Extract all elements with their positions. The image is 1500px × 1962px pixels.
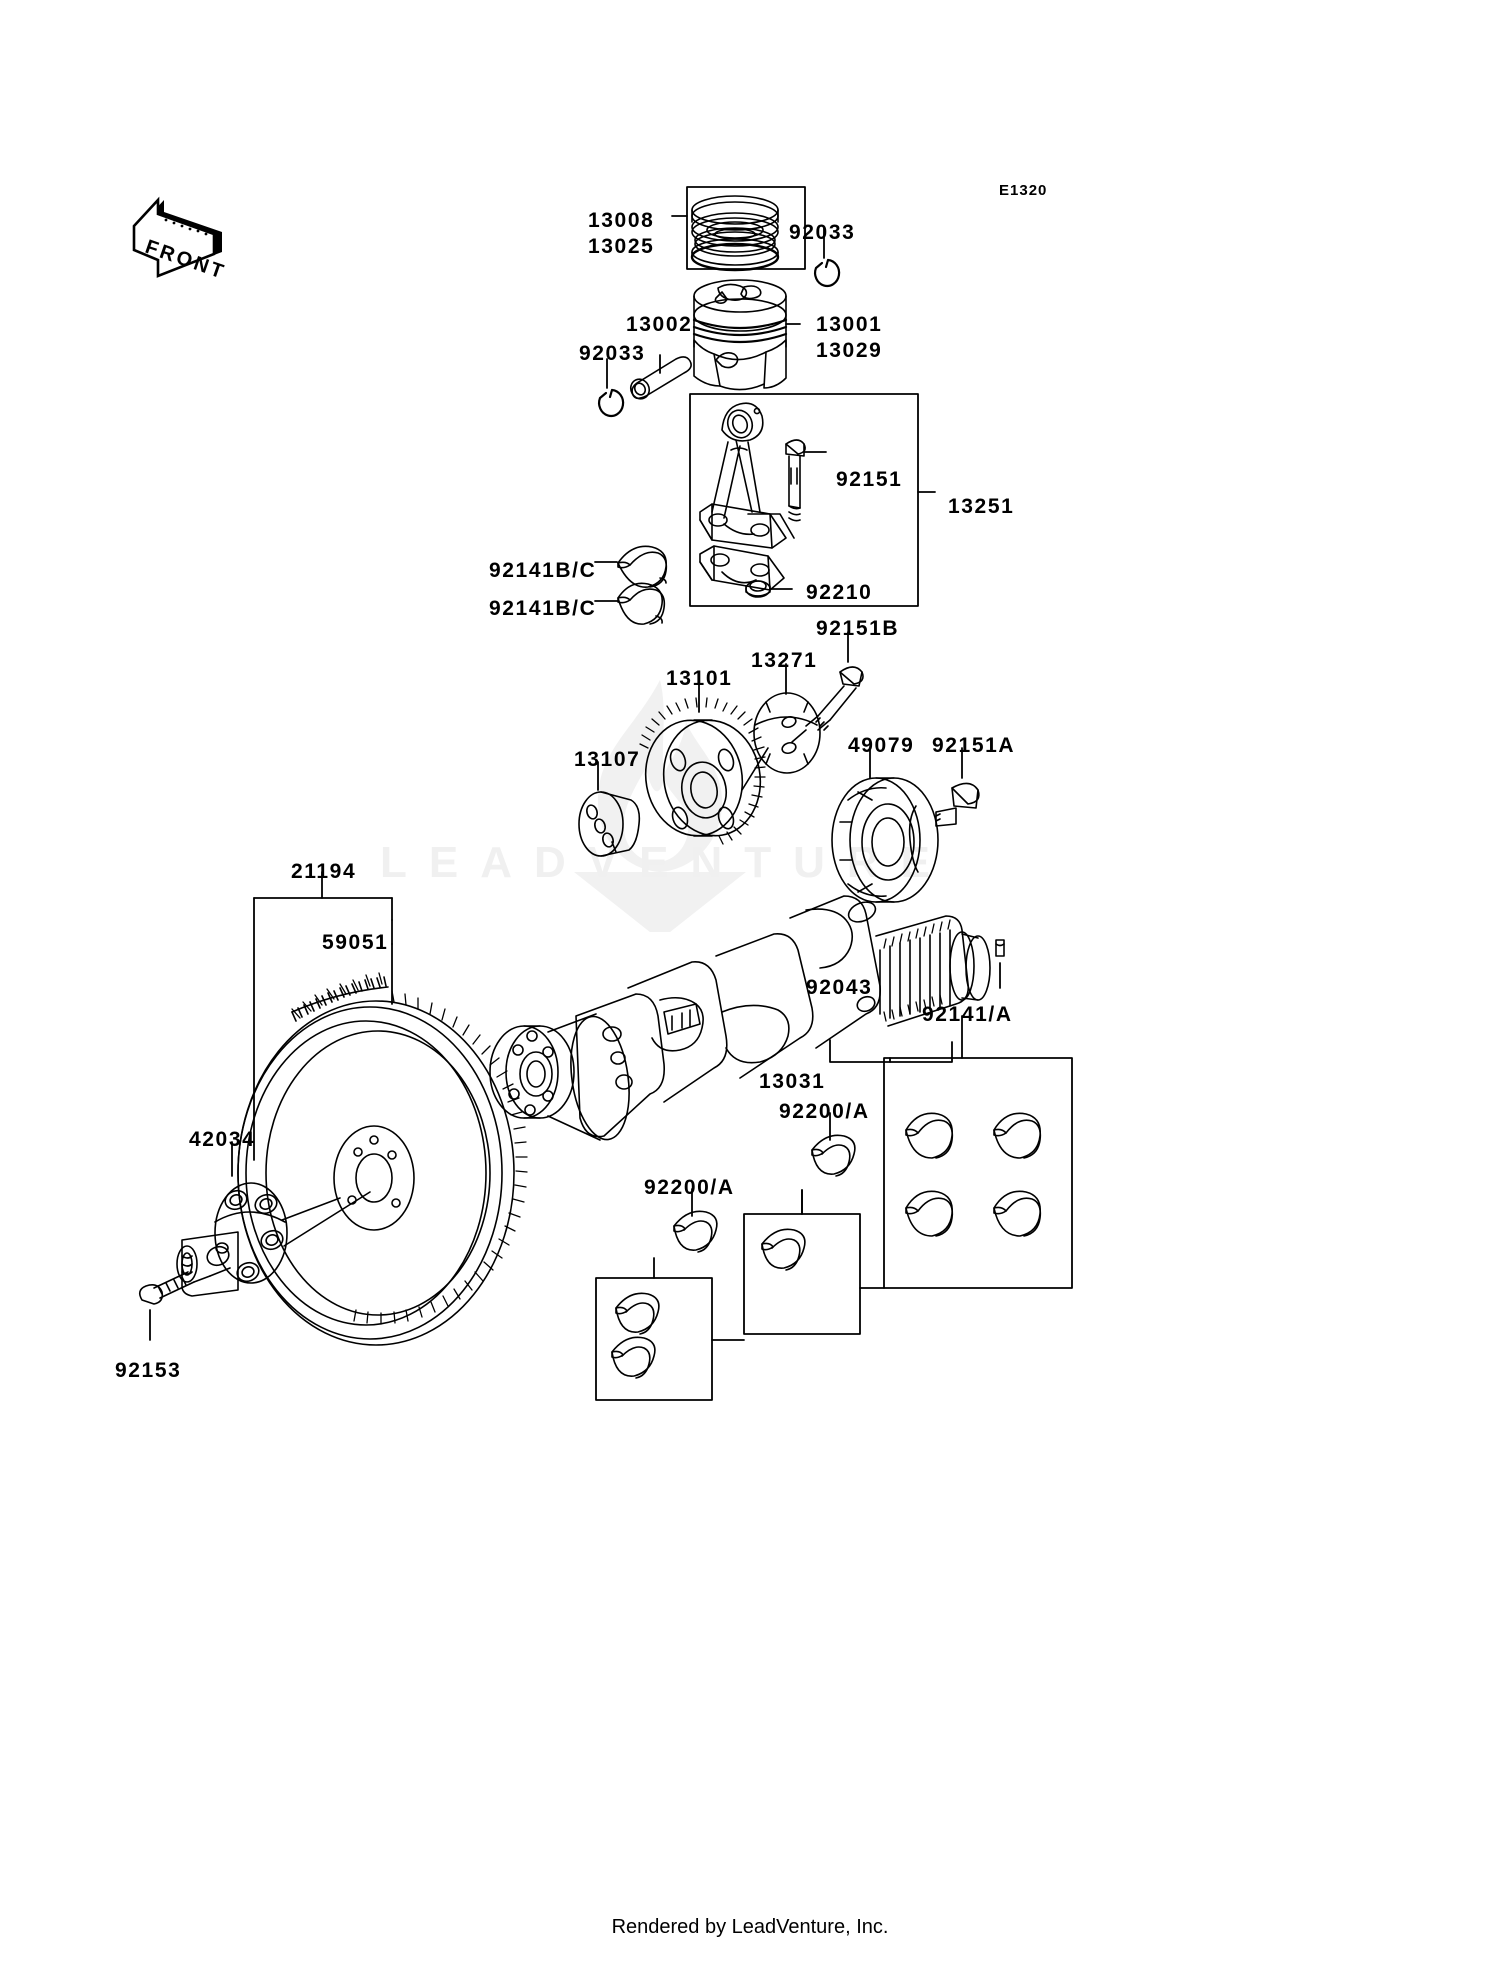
part-label-13025[interactable]: 13025 bbox=[588, 235, 655, 258]
part-label-92210[interactable]: 92210 bbox=[806, 581, 873, 604]
part-label-13101[interactable]: 13101 bbox=[666, 667, 733, 690]
part-label-92153[interactable]: 92153 bbox=[115, 1359, 182, 1382]
part-label-92151[interactable]: 92151 bbox=[836, 468, 903, 491]
part-label-21194[interactable]: 21194 bbox=[291, 860, 357, 883]
footer-attribution: Rendered by LeadVenture, Inc. bbox=[611, 1916, 889, 1938]
part-label-92033-upper[interactable]: 92033 bbox=[789, 221, 856, 244]
part-label-92141bc-lower[interactable]: 92141B/C bbox=[489, 597, 597, 620]
leadventure-watermark: LEADVENTURE bbox=[380, 838, 953, 887]
part-label-13008[interactable]: 13008 bbox=[588, 209, 655, 232]
part-label-59051[interactable]: 59051 bbox=[322, 931, 389, 954]
part-label-42034[interactable]: 42034 bbox=[189, 1128, 256, 1151]
part-label-92141bc-upper[interactable]: 92141B/C bbox=[489, 559, 597, 582]
part-label-13271[interactable]: 13271 bbox=[751, 649, 818, 672]
part-label-13031[interactable]: 13031 bbox=[759, 1070, 826, 1093]
part-label-13002[interactable]: 13002 bbox=[626, 313, 693, 336]
part-label-13029[interactable]: 13029 bbox=[816, 339, 883, 362]
part-label-92033-lower[interactable]: 92033 bbox=[579, 342, 646, 365]
part-label-92151b[interactable]: 92151B bbox=[816, 617, 900, 640]
part-label-92200a-lower[interactable]: 92200/A bbox=[644, 1176, 735, 1199]
flame-watermark-icon bbox=[574, 680, 746, 932]
part-label-92141a[interactable]: 92141/A bbox=[922, 1003, 1013, 1026]
sheet-code: E1320 bbox=[999, 182, 1048, 199]
part-label-92200a-upper[interactable]: 92200/A bbox=[779, 1100, 870, 1123]
part-label-49079[interactable]: 49079 bbox=[848, 734, 915, 757]
part-label-92151a[interactable]: 92151A bbox=[932, 734, 1016, 757]
front-direction-arrow-icon: FRONT bbox=[132, 196, 228, 284]
part-label-13001[interactable]: 13001 bbox=[816, 313, 883, 336]
part-label-13107[interactable]: 13107 bbox=[574, 748, 641, 771]
part-label-92043[interactable]: 92043 bbox=[806, 976, 873, 999]
part-label-13251[interactable]: 13251 bbox=[948, 495, 1015, 518]
